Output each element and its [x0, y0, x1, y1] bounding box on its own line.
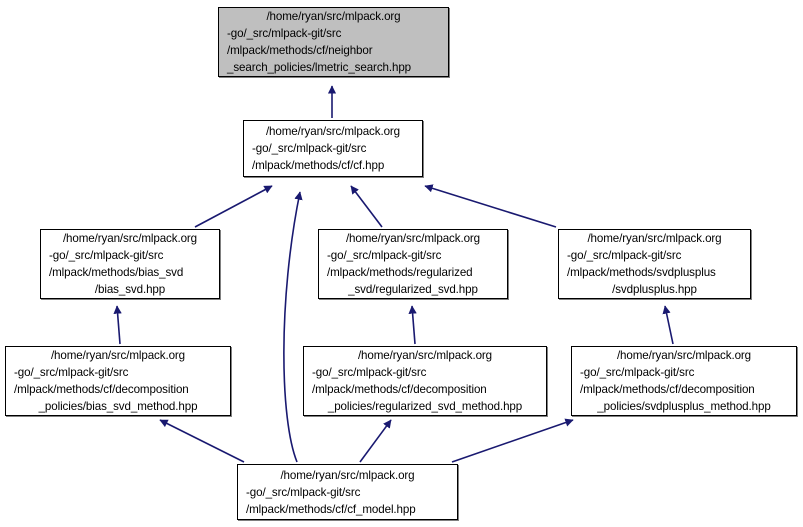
node-line: /mlpack/methods/cf/decomposition: [580, 383, 755, 396]
edge-svdplusplus-method-to-svdplusplus: [662, 305, 674, 345]
node-line: /mlpack/methods/cf/neighbor: [227, 44, 373, 57]
node-line: /home/ryan/src/mlpack.org: [357, 349, 493, 362]
node-line: -go/_src/mlpack-git/src: [49, 249, 164, 262]
node-line: -go/_src/mlpack-git/src: [312, 366, 427, 379]
node-line: /home/ryan/src/mlpack.org: [280, 468, 415, 482]
node-line: /mlpack/methods/cf/decomposition: [14, 383, 189, 396]
node-line: /home/ryan/src/mlpack.org: [266, 10, 401, 23]
cf-hpp-node[interactable]: /home/ryan/src/mlpack.org -go/_src/mlpac…: [243, 120, 423, 177]
node-line: _policies/svdplusplus_method.hpp: [597, 400, 771, 413]
edge-regularized-svd-method-to-regularized-svd: [408, 305, 417, 345]
node-line: _policies/bias_svd_method.hpp: [38, 400, 198, 413]
svdplusplus-hpp-node[interactable]: /home/ryan/src/mlpack.org -go/_src/mlpac…: [558, 229, 751, 299]
node-line: /mlpack/methods/cf/cf_model.hpp: [246, 502, 416, 516]
node-line: -go/_src/mlpack-git/src: [327, 249, 442, 262]
edge-cf-model-to-cf: [283, 191, 303, 463]
node-line: _svd/regularized_svd.hpp: [348, 283, 478, 296]
regularized-svd-method-hpp-node[interactable]: /home/ryan/src/mlpack.org -go/_src/mlpac…: [303, 346, 547, 416]
node-line: /bias_svd.hpp: [94, 283, 166, 296]
bias-svd-method-hpp-node[interactable]: /home/ryan/src/mlpack.org -go/_src/mlpac…: [5, 346, 231, 416]
regularized-svd-hpp-node[interactable]: /home/ryan/src/mlpack.org -go/_src/mlpac…: [318, 229, 508, 299]
node-line: -go/_src/mlpack-git/src: [246, 485, 361, 499]
node-line: -go/_src/mlpack-git/src: [227, 27, 342, 40]
lmetric-search-node[interactable]: /home/ryan/src/mlpack.org -go/_src/mlpac…: [218, 7, 449, 77]
edge-bias-svd-to-cf: [194, 185, 273, 228]
node-line: /home/ryan/src/mlpack.org: [62, 232, 198, 245]
node-line: /mlpack/methods/cf/decomposition: [312, 383, 487, 396]
node-line: /mlpack/methods/bias_svd: [49, 266, 184, 279]
node-line: /mlpack/methods/regularized: [327, 266, 473, 279]
node-line: /mlpack/methods/svdplusplus: [567, 266, 716, 279]
node-line: /home/ryan/src/mlpack.org: [587, 232, 722, 245]
node-line: -go/_src/mlpack-git/src: [567, 249, 682, 262]
edge-cf-model-to-svdplusplus-method: [451, 418, 574, 463]
node-line: /home/ryan/src/mlpack.org: [345, 232, 481, 245]
edge-bias-svd-method-to-bias-svd: [113, 305, 122, 345]
node-line: /home/ryan/src/mlpack.org: [50, 349, 186, 362]
node-line: /svdplusplus.hpp: [612, 283, 697, 296]
node-line: /home/ryan/src/mlpack.org: [616, 349, 752, 362]
svdplusplus-method-hpp-node[interactable]: /home/ryan/src/mlpack.org -go/_src/mlpac…: [571, 346, 797, 416]
node-line: -go/_src/mlpack-git/src: [252, 142, 367, 155]
edge-regularized-svd-to-cf: [350, 185, 383, 228]
node-line: -go/_src/mlpack-git/src: [580, 366, 695, 379]
cf-model-hpp-node[interactable]: /home/ryan/src/mlpack.org -go/_src/mlpac…: [237, 464, 458, 520]
edge-svdplusplus-to-cf: [424, 184, 557, 228]
bias-svd-hpp-node[interactable]: /home/ryan/src/mlpack.org -go/_src/mlpac…: [40, 229, 220, 299]
node-line: -go/_src/mlpack-git/src: [14, 366, 129, 379]
node-line: /mlpack/methods/cf/cf.hpp: [252, 159, 385, 172]
node-line: _search_policies/lmetric_search.hpp: [227, 61, 412, 74]
node-line: /home/ryan/src/mlpack.org: [265, 125, 401, 138]
edge-cf-model-to-bias-svd-method: [159, 419, 245, 463]
node-line: _policies/regularized_svd_method.hpp: [327, 400, 523, 413]
edge-cf-model-to-regularized-svd-method: [359, 419, 392, 463]
